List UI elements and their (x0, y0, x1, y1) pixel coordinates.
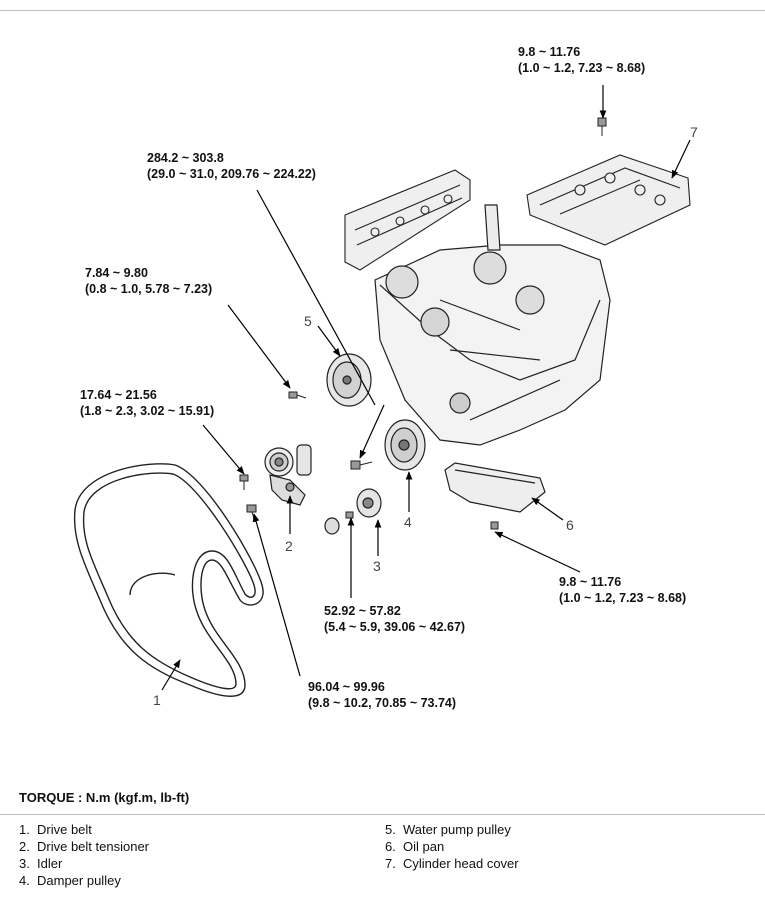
torque-conversion: (29.0 ~ 31.0, 209.76 ~ 224.22) (147, 167, 316, 181)
leader-arrows (202, 85, 607, 677)
legend-label: Oil pan (403, 839, 445, 854)
torque-tensioner-bolt-small: 17.64 ~ 21.56 (1.8 ~ 2.3, 3.02 ~ 15.91) (80, 387, 214, 419)
torque-conversion: (0.8 ~ 1.0, 5.78 ~ 7.23) (85, 282, 213, 296)
torque-value: 17.64 ~ 21.56 (80, 388, 157, 402)
cylinder-head-cover (526, 154, 691, 246)
legend-divider (0, 814, 765, 815)
callout-6: 6 (566, 517, 574, 533)
torque-conversion: (1.0 ~ 1.2, 7.23 ~ 8.68) (559, 591, 687, 605)
callout-4: 4 (404, 514, 412, 530)
legend-number: 2. (19, 839, 30, 854)
idler-pulley (324, 488, 382, 535)
oil-pan (444, 462, 546, 513)
torque-tensioner-bolt-large: 96.04 ~ 99.96 (9.8 ~ 10.2, 70.85 ~ 73.74… (308, 679, 456, 711)
damper-bolt (350, 460, 373, 470)
torque-conversion: (1.0 ~ 1.2, 7.23 ~ 8.68) (518, 61, 646, 75)
torque-oil-pan-bolt: 9.8 ~ 11.76 (1.0 ~ 1.2, 7.23 ~ 8.68) (559, 574, 686, 606)
drive-belt-tensioner (264, 444, 312, 506)
legend-number: 1. (19, 822, 30, 837)
legend-item: 1. Drive belt (19, 821, 149, 838)
torque-water-pump-bolt: 7.84 ~ 9.80 (0.8 ~ 1.0, 5.78 ~ 7.23) (85, 265, 212, 297)
legend-label: Drive belt tensioner (37, 839, 149, 854)
legend-item: 7. Cylinder head cover (385, 855, 519, 872)
exploded-engine-diagram (73, 85, 691, 697)
legend-item: 4. Damper pulley (19, 872, 149, 889)
torque-damper-bolt: 284.2 ~ 303.8 (29.0 ~ 31.0, 209.76 ~ 224… (147, 150, 316, 182)
torque-idler-bolt: 52.92 ~ 57.82 (5.4 ~ 5.9, 39.06 ~ 42.67) (324, 603, 465, 635)
damper-pulley (384, 419, 426, 471)
water-pump-bolt (288, 391, 307, 399)
torque-value: 7.84 ~ 9.80 (85, 266, 148, 280)
torque-conversion: (9.8 ~ 10.2, 70.85 ~ 73.74) (308, 696, 457, 710)
legend-number: 7. (385, 856, 396, 871)
water-pump-pulley (326, 353, 372, 407)
torque-value: 9.8 ~ 11.76 (518, 45, 581, 59)
legend-label: Drive belt (37, 822, 92, 837)
legend-number: 3. (19, 856, 30, 871)
tensioner-bolt-small (239, 474, 249, 490)
legend-number: 5. (385, 822, 396, 837)
callout-1: 1 (153, 692, 161, 708)
legend-left-column: 1. Drive belt 2. Drive belt tensioner 3. Id… (19, 821, 149, 889)
torque-value: 52.92 ~ 57.82 (324, 604, 401, 618)
callout-3: 3 (373, 558, 381, 574)
callout-2: 2 (285, 538, 293, 554)
torque-value: 9.8 ~ 11.76 (559, 575, 622, 589)
left-head-cover (344, 169, 471, 271)
legend-item: 6. Oil pan (385, 838, 519, 855)
legend-label: Water pump pulley (403, 822, 511, 837)
tensioner-bolt-large (246, 504, 257, 523)
top-divider (0, 10, 765, 11)
cover-bolt (597, 117, 607, 136)
legend-item: 3. Idler (19, 855, 149, 872)
torque-conversion: (5.4 ~ 5.9, 39.06 ~ 42.67) (324, 620, 466, 634)
legend-right-column: 5. Water pump pulley 6. Oil pan 7. Cylinder… (385, 821, 519, 872)
drive-belt (73, 463, 264, 697)
torque-conversion: (1.8 ~ 2.3, 3.02 ~ 15.91) (80, 404, 215, 418)
torque-value: 284.2 ~ 303.8 (147, 151, 224, 165)
torque-value: 96.04 ~ 99.96 (308, 680, 385, 694)
callout-leaders (161, 139, 691, 691)
callout-5: 5 (304, 313, 312, 329)
legend-label: Cylinder head cover (403, 856, 519, 871)
legend-item: 5. Water pump pulley (385, 821, 519, 838)
legend-label: Idler (37, 856, 63, 871)
callout-7: 7 (690, 124, 698, 140)
legend-label: Damper pulley (37, 873, 121, 888)
torque-unit-title: TORQUE : N.m (kgf.m, lb-ft) (19, 790, 190, 805)
idler-bolt (345, 511, 354, 519)
legend-item: 2. Drive belt tensioner (19, 838, 149, 855)
oil-pan-bolt (490, 521, 499, 530)
engine-block (374, 204, 611, 446)
legend-number: 4. (19, 873, 30, 888)
torque-cover-bolt: 9.8 ~ 11.76 (1.0 ~ 1.2, 7.23 ~ 8.68) (518, 44, 645, 76)
legend-number: 6. (385, 839, 396, 854)
